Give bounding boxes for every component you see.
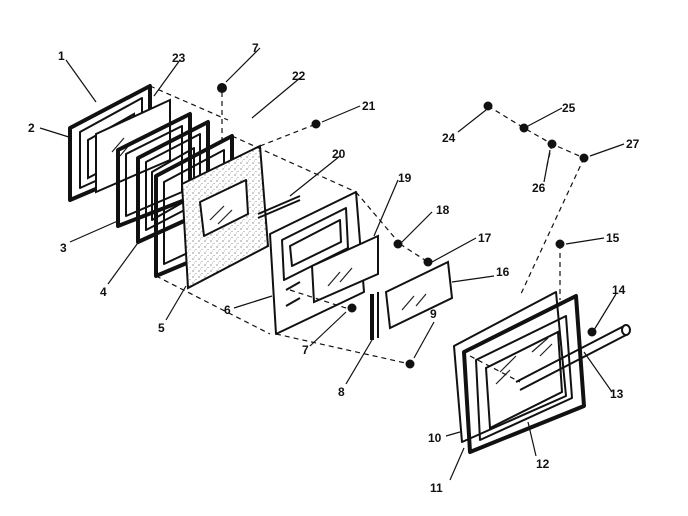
assembly-dashed-lines <box>149 85 585 383</box>
callout-18: 18 <box>436 203 450 217</box>
insulation-panel-22 <box>180 144 270 290</box>
window-glass-16 <box>384 260 454 330</box>
callout-27: 27 <box>626 137 640 151</box>
callout-2: 2 <box>28 121 35 135</box>
outer-door <box>453 291 586 454</box>
callout-17: 17 <box>478 231 492 245</box>
rod-20 <box>257 195 301 219</box>
callout-21: 21 <box>362 99 376 113</box>
window-glass-19 <box>310 234 379 304</box>
callout-13: 13 <box>610 387 624 401</box>
callout-20: 20 <box>332 147 346 161</box>
callout-10: 10 <box>428 431 442 445</box>
callout-6: 6 <box>224 303 231 317</box>
callout-26: 26 <box>532 181 546 195</box>
callout-16: 16 <box>496 265 510 279</box>
callout-24: 24 <box>442 131 456 145</box>
callout-8: 8 <box>338 385 345 399</box>
callout-19: 19 <box>398 171 412 185</box>
callout-14: 14 <box>612 283 626 297</box>
callout-9: 9 <box>430 307 437 321</box>
callout-15: 15 <box>606 231 620 245</box>
callout-7b: 7 <box>302 343 309 357</box>
callout-22: 22 <box>292 69 306 83</box>
callout-4: 4 <box>100 285 107 299</box>
callout-1: 1 <box>58 49 65 63</box>
callout-12: 12 <box>536 457 550 471</box>
door-handle-13 <box>515 324 631 391</box>
callout-25: 25 <box>562 101 576 115</box>
leader-lines <box>39 47 625 481</box>
callout-labels: 1 2 3 4 5 6 7 7 8 9 10 11 12 13 14 15 16… <box>28 41 640 495</box>
callout-5: 5 <box>158 321 165 335</box>
callout-7a: 7 <box>252 41 259 55</box>
callout-3: 3 <box>60 241 67 255</box>
callout-23: 23 <box>172 51 186 65</box>
bracket-8 <box>370 292 379 340</box>
callout-11: 11 <box>430 481 443 495</box>
